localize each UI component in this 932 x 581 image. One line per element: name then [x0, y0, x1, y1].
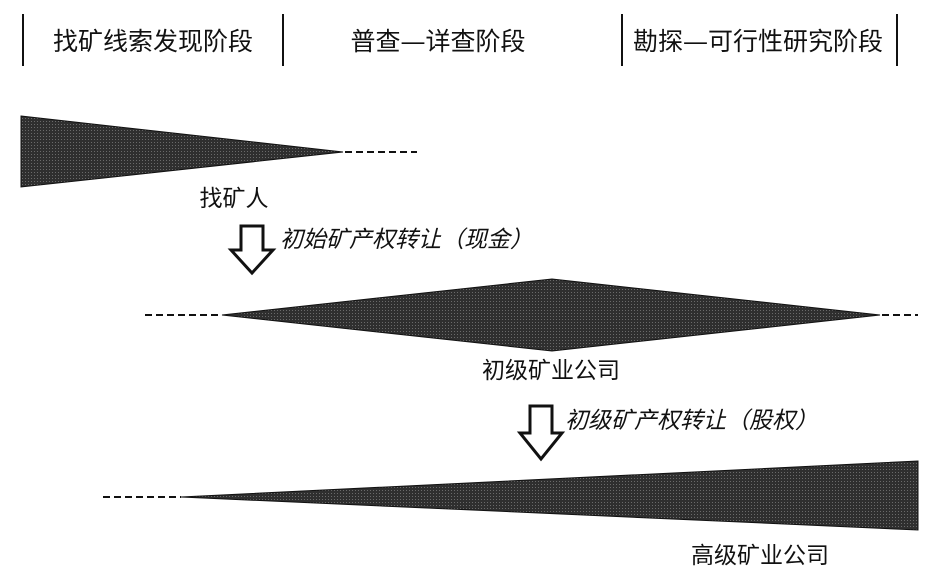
stage-label-survey: 普查—详查阶段: [350, 27, 525, 56]
junior-diamond: [221, 278, 881, 352]
stage-label-exploration: 勘探—可行性研究阶段: [633, 27, 883, 56]
prospector-wedge: [20, 115, 344, 188]
stage-label-discovery: 找矿线索发现阶段: [53, 27, 253, 56]
stage-header: 找矿线索发现阶段 普查—详查阶段 勘探—可行性研究阶段: [22, 14, 898, 66]
senior-wedge: [180, 460, 919, 531]
transfer-label-junior: 初级矿产权转让（股权）: [565, 408, 818, 434]
prospector-stage: 找矿人: [20, 115, 417, 212]
junior-label: 初级矿业公司: [482, 358, 620, 384]
transfer-junior: 初级矿产权转让（股权）: [516, 404, 818, 462]
prospector-label: 找矿人: [200, 186, 269, 212]
junior-stage: 初级矿业公司: [145, 278, 918, 384]
transfer-label-initial: 初始矿产权转让（现金）: [280, 227, 533, 253]
down-arrow-icon: [227, 224, 277, 276]
senior-label: 高级矿业公司: [691, 543, 829, 569]
transfer-initial: 初始矿产权转让（现金）: [227, 224, 533, 276]
down-arrow-icon: [516, 404, 566, 462]
senior-stage: 高级矿业公司: [103, 460, 919, 569]
